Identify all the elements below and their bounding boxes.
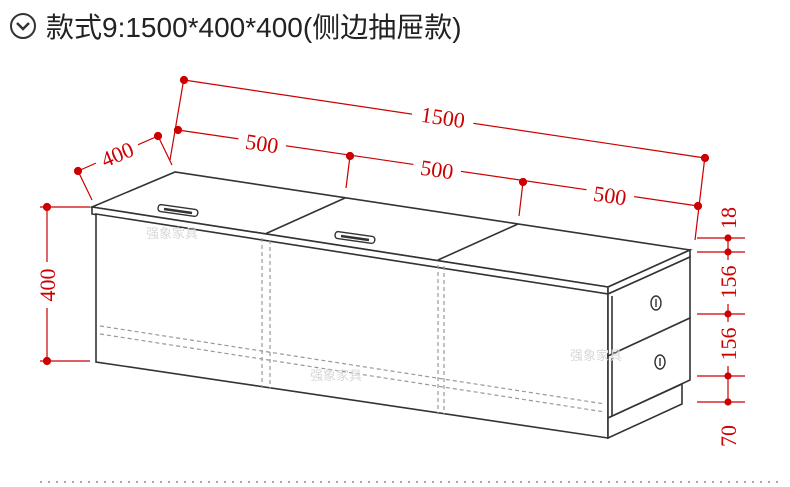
dim-base: 70	[716, 425, 741, 447]
lid-handle-2[interactable]	[334, 230, 376, 245]
drawer-knob-1[interactable]	[650, 295, 662, 311]
watermark-3: 强象家具	[570, 348, 622, 364]
dim-total-length: 1500	[419, 102, 466, 133]
drawer-bottom	[607, 316, 691, 420]
dim-section-2: 500	[419, 155, 455, 185]
dim-height: 400	[35, 269, 60, 302]
lid-seam-1	[264, 197, 346, 235]
dim-drawer-2: 156	[716, 328, 741, 361]
dim-section-1: 500	[244, 129, 280, 159]
dim-top-thickness: 18	[716, 207, 741, 229]
lid-seam-2	[437, 223, 519, 261]
header: 款式9:1500*400*400(侧边抽屉款)	[10, 6, 462, 46]
chevron-down-circle-icon[interactable]	[10, 13, 36, 39]
dim-section-3: 500	[592, 181, 628, 211]
watermark-2: 强象家具	[310, 368, 362, 384]
dim-drawer-1: 156	[716, 266, 741, 299]
lid-handle-1[interactable]	[157, 203, 199, 218]
cabinet	[89, 171, 693, 440]
page-title: 款式9:1500*400*400(侧边抽屉款)	[46, 12, 462, 43]
watermark-1: 强象家具	[146, 226, 198, 242]
dimension-labels: 1500 500 500 500 400 400 18 156 156 70	[35, 99, 741, 452]
drawer-knob-2[interactable]	[654, 354, 666, 370]
plinth	[607, 382, 683, 440]
hidden-lines	[99, 238, 606, 414]
